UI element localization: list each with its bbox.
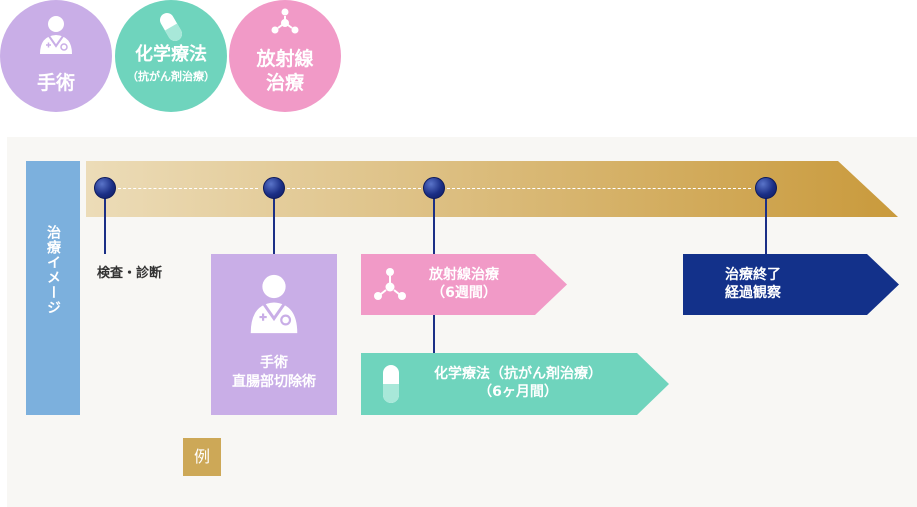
connector-surgery [273, 196, 275, 254]
side-label: 治療イメージ [45, 225, 61, 315]
chemo-text: 化学療法（抗がん剤治療） （6ヶ月間） [413, 365, 623, 401]
surgery-box: 手術 直腸部切除術 [211, 254, 337, 415]
example-badge: 例 [183, 438, 221, 476]
chemo-duration: （6ヶ月間） [478, 384, 558, 400]
end-text: 治療終了 経過観察 [703, 266, 803, 302]
doctor-icon [250, 274, 298, 334]
milestone-dot-end [755, 177, 777, 199]
end-label: 治療終了 [725, 267, 781, 283]
milestone-dot-surgery [263, 177, 285, 199]
milestone-dot-radiation [423, 177, 445, 199]
legend-radiation-label2: 治療 [265, 72, 304, 94]
surgery-label: 手術 [260, 355, 288, 371]
end-followup: 経過観察 [725, 285, 781, 301]
connector-exam [104, 196, 106, 254]
radiation-label: 放射線治療 [429, 267, 499, 283]
surgery-procedure: 直腸部切除術 [232, 374, 316, 390]
legend-radiation-label1: 放射線 [256, 48, 314, 70]
treatment-end-tag: 治療終了 経過観察 [683, 254, 901, 315]
legend-surgery-label: 手術 [36, 72, 75, 94]
doctor-icon [40, 16, 72, 54]
milestone-dot-exam [94, 177, 116, 199]
timeline-dash [287, 188, 421, 189]
radiation-icon [271, 8, 299, 34]
legend-chemo-sub: （抗がん剤治療） [127, 70, 215, 83]
radiation-tag: 放射線治療 （6週間） [361, 254, 568, 315]
legend-chemo-label: 化学療法 [135, 44, 207, 65]
timeline-dash [447, 188, 751, 189]
chemo-label: 化学療法（抗がん剤治療） [434, 366, 602, 382]
exam-label: 検査・診断 [97, 266, 163, 281]
timeline-dash [118, 188, 258, 189]
capsule-icon [160, 13, 182, 41]
legend-chemo: 化学療法 （抗がん剤治療） [115, 0, 227, 112]
side-label-box: 治療イメージ [26, 161, 80, 415]
connector-end [765, 196, 767, 254]
radiation-text: 放射線治療 （6週間） [409, 266, 519, 302]
radiation-duration: （6週間） [431, 285, 497, 301]
timeline-arrow [86, 161, 898, 217]
chemo-tag: 化学療法（抗がん剤治療） （6ヶ月間） [361, 353, 670, 415]
legend-radiation: 放射線 治療 [229, 0, 341, 112]
legend-surgery: 手術 [0, 0, 112, 112]
